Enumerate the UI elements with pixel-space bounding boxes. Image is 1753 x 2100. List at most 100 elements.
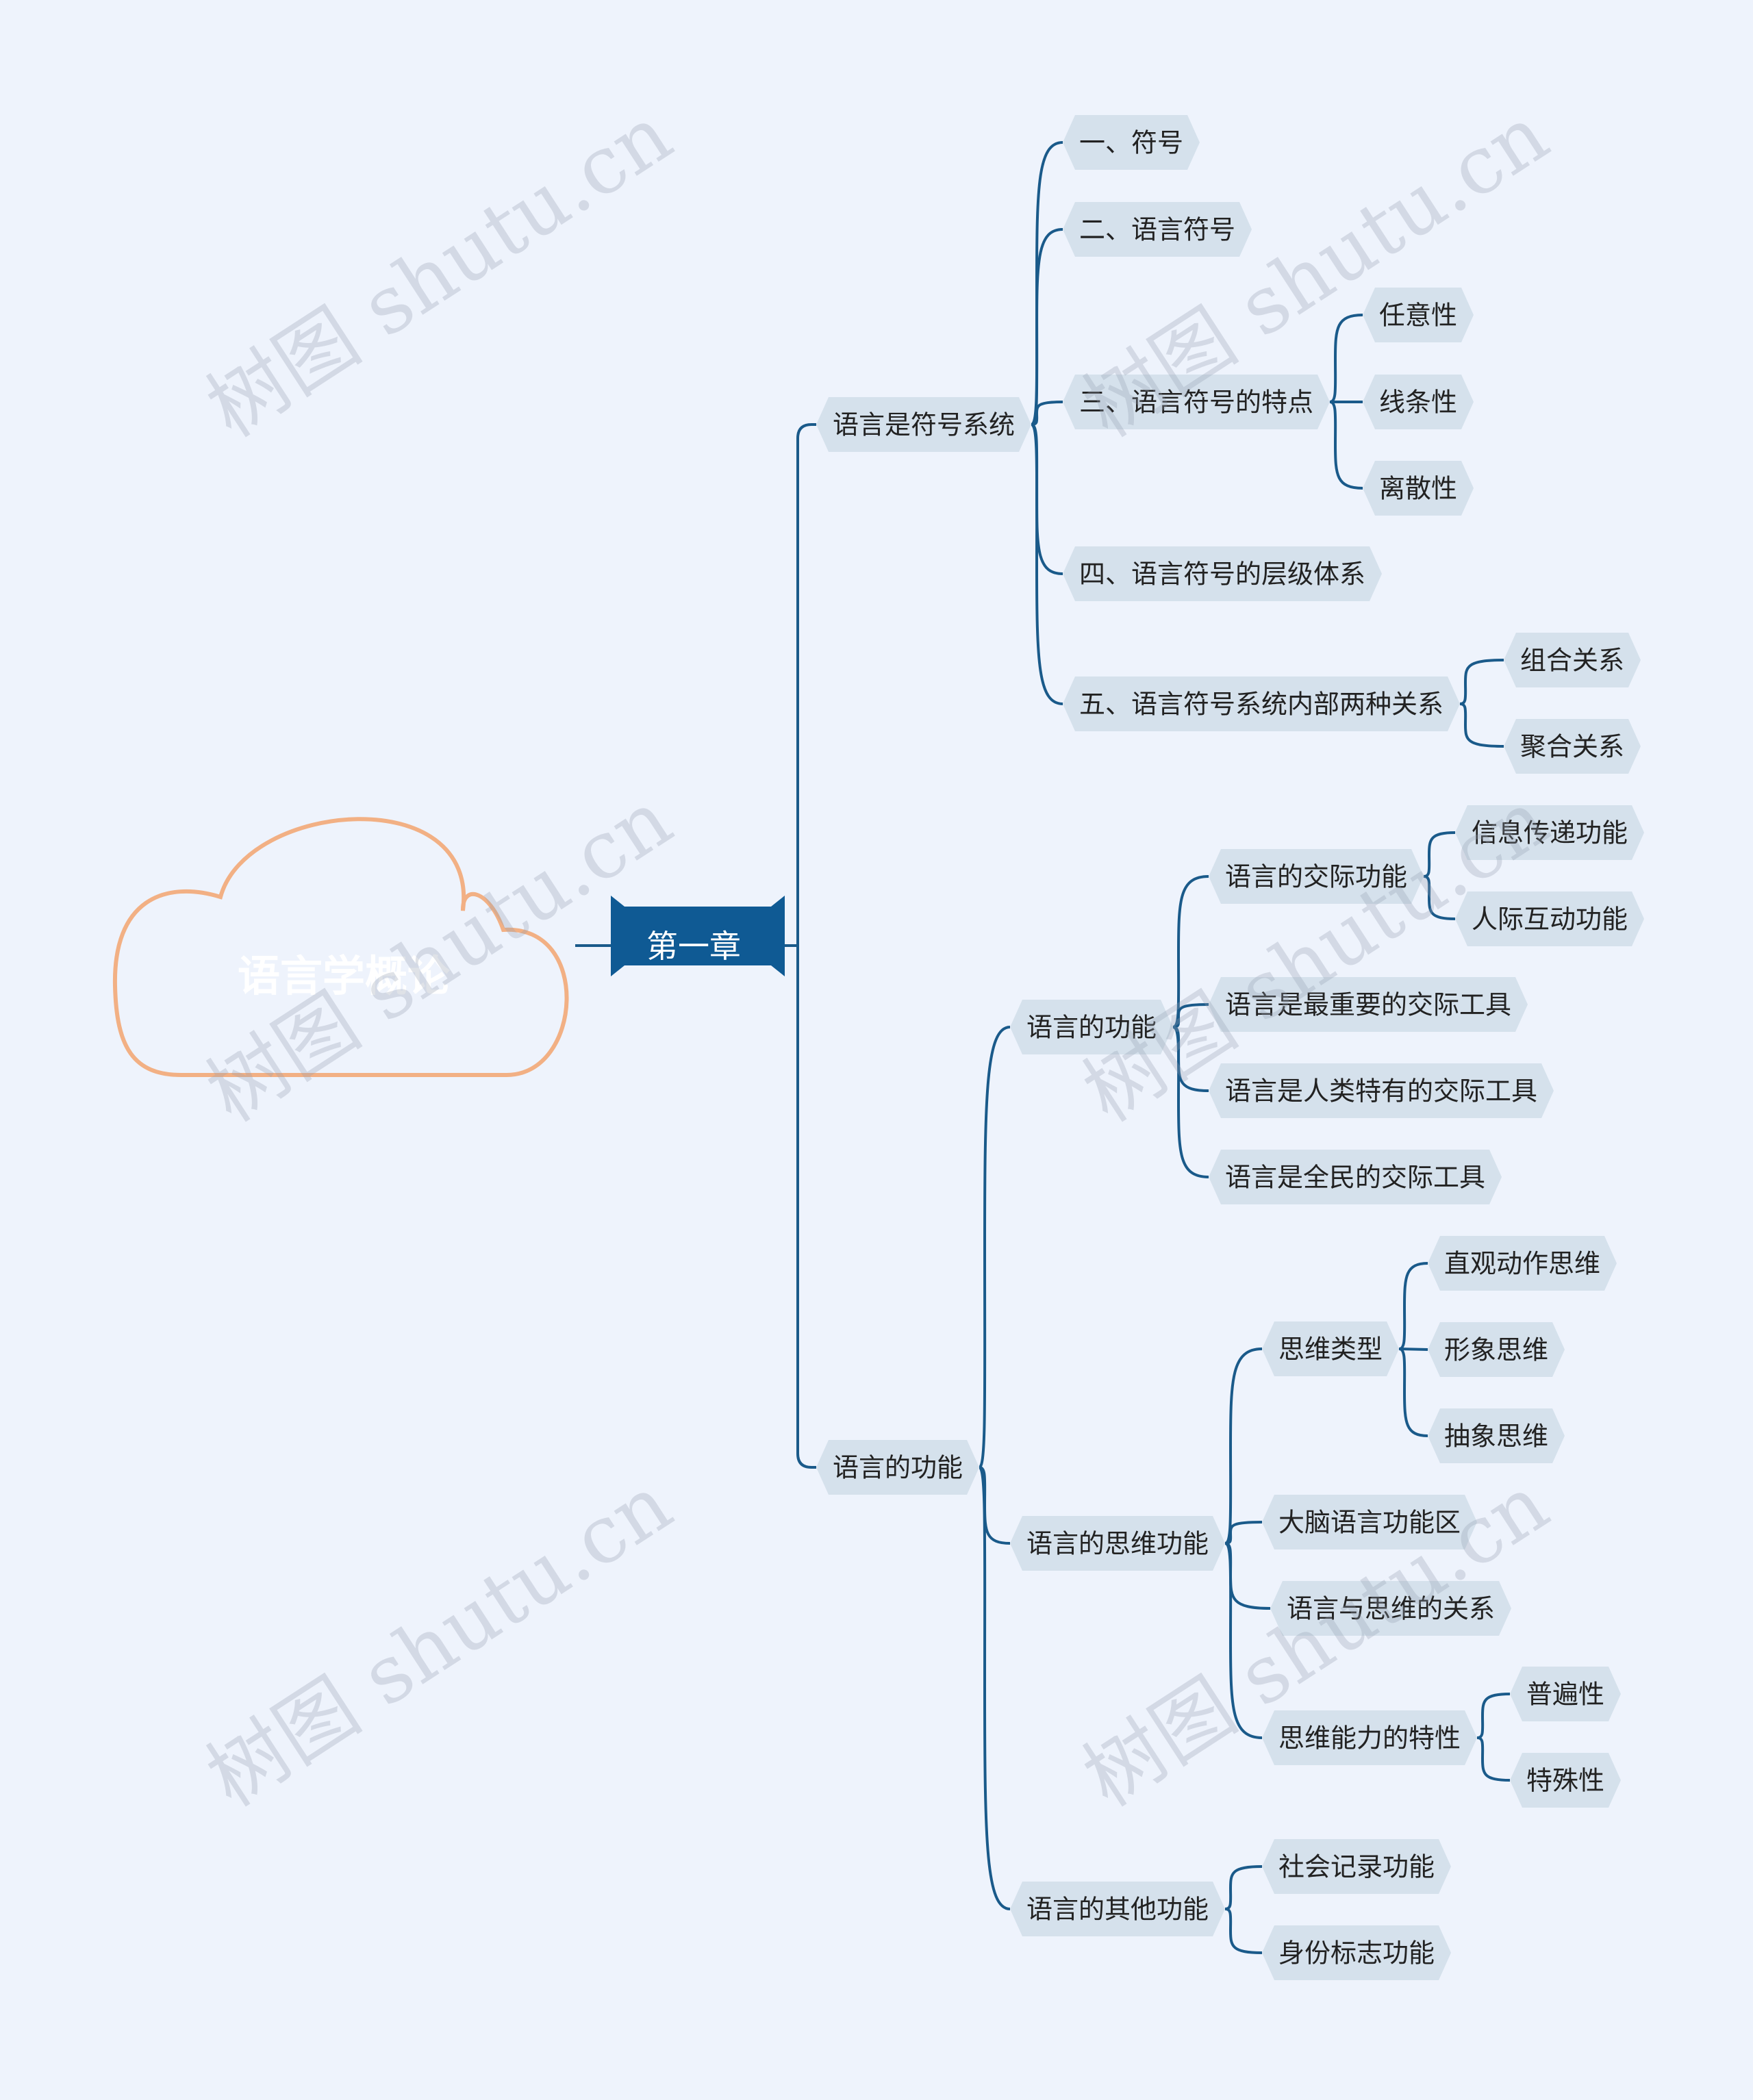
topic-node-shape [1455,805,1645,860]
topic-node-label: 语言的其他功能 [1026,1895,1209,1925]
topic-node[interactable]: 特殊性 [1510,1753,1622,1808]
topic-node[interactable]: 身份标志功能 [1262,1925,1452,1980]
topic-node-shape [1010,1516,1226,1571]
topic-node[interactable]: 二、语言符号 [1063,202,1252,257]
topic-node[interactable]: 语言的功能 [816,1440,980,1495]
topic-node-label: 组合关系 [1520,646,1624,676]
connector-line [1423,831,1456,878]
topic-node[interactable]: 语言是最重要的交际工具 [1209,977,1528,1032]
topic-node[interactable]: 语言是人类特有的交际工具 [1209,1063,1554,1118]
topic-node[interactable]: 信息传递功能 [1455,805,1645,860]
topic-node-shape [1209,977,1528,1032]
topic-node-shape [1262,1710,1478,1765]
topic-node[interactable]: 语言是符号系统 [816,397,1032,452]
connector-line [1398,1262,1428,1350]
topic-node-shape [1262,1839,1452,1894]
chapter-shape [611,896,785,976]
topic-node-label: 语言是全民的交际工具 [1225,1163,1485,1193]
connector-line [1459,659,1504,705]
connector-line [1172,1003,1209,1028]
topic-node[interactable]: 语言的交际功能 [1209,849,1424,904]
topic-node-label: 语言是符号系统 [833,410,1015,440]
connector-line [1224,1521,1263,1545]
topic-node-label: 语言的交际功能 [1225,862,1407,892]
topic-node[interactable]: 五、语言符号系统内部两种关系 [1063,676,1461,731]
topic-node-label: 人际互动功能 [1472,904,1628,935]
connector-line [979,1466,1011,1910]
topic-node[interactable]: 普遍性 [1510,1667,1622,1721]
connector-line [1476,1736,1511,1782]
connector-line [785,423,816,947]
topic-node-shape [1504,633,1641,687]
topic-node[interactable]: 线条性 [1363,375,1474,429]
connector-line [1423,875,1456,920]
topic-node[interactable]: 语言的思维功能 [1010,1516,1226,1571]
connector-line [1459,703,1504,748]
topic-node[interactable]: 聚合关系 [1504,719,1641,774]
connector-line [1031,423,1063,705]
topic-node[interactable]: 三、语言符号的特点 [1063,375,1330,429]
topic-node-label: 语言的思维功能 [1026,1529,1209,1559]
topic-node-shape [1363,288,1474,342]
connector-line [1398,1348,1428,1351]
topic-node-shape [1209,1150,1502,1204]
root-node[interactable]: 语言学概论 [112,817,569,1077]
topic-node[interactable]: 形象思维 [1428,1322,1565,1377]
topic-node-label: 语言的功能 [833,1453,963,1483]
topic-node[interactable]: 组合关系 [1504,633,1641,687]
topic-node-label: 普遍性 [1526,1680,1604,1710]
topic-node-shape [1010,1000,1174,1054]
topic-node-shape [1270,1581,1512,1636]
topic-node-label: 直观动作思维 [1444,1249,1600,1279]
connector-line [1224,1865,1263,1910]
topic-node[interactable]: 四、语言符号的层级体系 [1063,546,1383,601]
topic-node-label: 思维类型 [1278,1334,1383,1365]
topic-node[interactable]: 抽象思维 [1428,1408,1565,1463]
connector-line [1172,1026,1209,1178]
chapter-node[interactable]: 第一章 [611,896,785,976]
topic-node[interactable]: 社会记录功能 [1262,1839,1452,1894]
topic-node-label: 语言是最重要的交际工具 [1225,990,1511,1020]
topic-node[interactable]: 思维类型 [1262,1321,1400,1376]
topic-node-shape [1063,375,1330,429]
topic-node-shape [1262,1321,1400,1376]
topic-node-label: 二、语言符号 [1079,215,1235,245]
topic-node-label: 特殊性 [1526,1766,1604,1796]
topic-node-label: 三、语言符号的特点 [1079,388,1313,418]
cloud-icon [112,817,569,1077]
topic-node-label: 抽象思维 [1444,1421,1548,1452]
topic-node-label: 社会记录功能 [1278,1852,1435,1882]
topic-node-shape [816,397,1032,452]
topic-node[interactable]: 语言与思维的关系 [1270,1581,1512,1636]
topic-node[interactable]: 语言是全民的交际工具 [1209,1150,1502,1204]
chapter-title: 第一章 [646,928,741,965]
connector-lines [575,141,1511,1954]
topic-node-label: 四、语言符号的层级体系 [1079,559,1365,590]
topic-node-label: 思维能力的特性 [1278,1723,1461,1754]
topic-node[interactable]: 大脑语言功能区 [1262,1495,1478,1549]
topic-node-shape [1063,202,1252,257]
topic-node-shape [816,1440,980,1495]
topic-node-shape [1262,1925,1452,1980]
topic-node[interactable]: 语言的功能 [1010,1000,1174,1054]
connector-line [1224,1542,1263,1739]
topic-node[interactable]: 离散性 [1363,461,1474,516]
topic-node-label: 聚合关系 [1520,732,1624,762]
topic-node-label: 身份标志功能 [1278,1938,1435,1969]
topic-node[interactable]: 语言的其他功能 [1010,1882,1226,1936]
connector-line [1224,1908,1263,1954]
topic-node-label: 一、符号 [1079,128,1183,158]
topic-node[interactable]: 直观动作思维 [1428,1236,1617,1291]
topic-node-shape [1063,676,1461,731]
topic-node-label: 大脑语言功能区 [1278,1508,1461,1538]
topic-node[interactable]: 任意性 [1363,288,1474,342]
topic-node-label: 任意性 [1379,301,1457,331]
topic-node-shape [1063,546,1383,601]
topic-node[interactable]: 思维能力的特性 [1262,1710,1478,1765]
topic-node[interactable]: 一、符号 [1063,115,1200,170]
topic-node-shape [1428,1236,1617,1291]
topic-node[interactable]: 人际互动功能 [1455,891,1645,946]
topic-node-shape [1010,1882,1226,1936]
